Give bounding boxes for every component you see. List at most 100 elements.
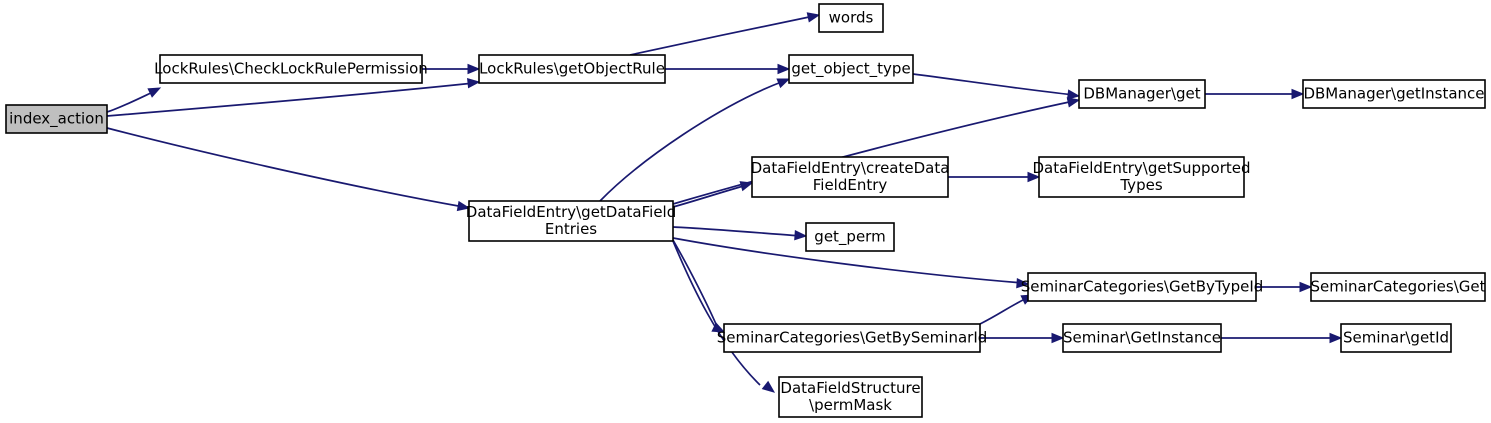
node-label: Seminar\getId [1343, 329, 1449, 347]
edge-line [672, 239, 720, 332]
node-get_object_type[interactable]: get_object_type [788, 54, 914, 84]
edge-layer [106, 12, 1343, 393]
arrowhead-icon [1027, 171, 1041, 183]
node-label: Types [1119, 176, 1162, 194]
edge-get_object_type-to-dbmanager_get [912, 73, 1081, 100]
edge-line [672, 240, 761, 386]
node-box[interactable] [1027, 272, 1257, 302]
node-label: DBManager\get [1083, 85, 1200, 103]
node-get_perm[interactable]: get_perm [805, 222, 895, 252]
arrowhead-icon [1291, 88, 1305, 100]
node-box[interactable] [751, 156, 949, 198]
arrowhead-icon [776, 78, 791, 89]
edge-getDataFieldEntries-to-dbmanager_get [672, 97, 1081, 205]
node-label: get_perm [814, 228, 885, 247]
node-label: SeminarCategories\GetByTypeId [1021, 278, 1264, 296]
node-dbmanager_get[interactable]: DBManager\get [1078, 79, 1206, 109]
edge-getDataFieldEntries-to-createDataFieldEntry [672, 181, 754, 208]
node-box[interactable] [1302, 79, 1486, 109]
edge-line [106, 90, 156, 113]
node-label: Seminar\GetInstance [1063, 329, 1221, 347]
node-label: Entries [545, 220, 597, 238]
node-label: LockRules\getObjectRule [479, 60, 665, 78]
node-label: DataFieldEntry\createData [751, 159, 950, 177]
node-box[interactable] [818, 3, 884, 33]
node-getBySeminarId[interactable]: SeminarCategories\GetBySeminarId [717, 323, 988, 353]
node-seminar_getid[interactable]: Seminar\getId [1340, 323, 1452, 353]
node-label: get_object_type [791, 60, 910, 79]
node-label: LockRules\CheckLockRulePermission [154, 60, 428, 78]
edge-getDataFieldEntries-to-getBySeminarId [672, 239, 726, 333]
edge-index_action-to-getObjectRule [106, 77, 481, 117]
node-box[interactable] [478, 54, 666, 84]
arrowhead-icon [1051, 332, 1065, 344]
node-box[interactable] [1062, 323, 1222, 353]
arrowhead-icon [806, 12, 821, 23]
arrowhead-icon [467, 77, 481, 89]
arrowhead-icon [761, 380, 776, 393]
edge-line [672, 184, 748, 208]
node-box[interactable] [1310, 272, 1486, 302]
edge-line [672, 237, 1024, 284]
node-label: FieldEntry [813, 176, 888, 194]
edge-dbmanager_get-to-dbmanager_getinstance [1205, 88, 1305, 100]
node-label: \permMask [809, 396, 892, 414]
edge-line [106, 82, 475, 117]
node-getObjectRule[interactable]: LockRules\getObjectRule [478, 54, 666, 84]
node-label: DataFieldStructure [780, 379, 920, 397]
edge-getObjectRule-to-get_object_type [665, 63, 791, 75]
node-label: SeminarCategories\Get [1310, 278, 1485, 296]
arrowhead-icon [1299, 281, 1313, 293]
node-seminarCategories_get[interactable]: SeminarCategories\Get [1310, 272, 1486, 302]
node-label: DataFieldEntry\getDataField [466, 203, 676, 221]
node-checkLockRulePermission[interactable]: LockRules\CheckLockRulePermission [154, 54, 428, 84]
edge-getDataFieldEntries-to-permMask [672, 240, 776, 393]
node-box[interactable] [1038, 156, 1245, 198]
edge-index_action-to-checkLockRulePermission [106, 87, 162, 113]
edge-getDataFieldEntries-to-getByTypeId [672, 237, 1030, 289]
edge-getBySeminarId-to-seminar_getinstance [980, 332, 1065, 344]
node-getByTypeId[interactable]: SeminarCategories\GetByTypeId [1021, 272, 1264, 302]
node-permMask[interactable]: DataFieldStructure\permMask [778, 376, 923, 418]
arrowhead-icon [1066, 97, 1081, 108]
node-box[interactable] [805, 222, 895, 252]
node-box[interactable] [1340, 323, 1452, 353]
node-box[interactable] [159, 54, 423, 84]
edge-createDataFieldEntry-to-getSupportedTypes [948, 171, 1041, 183]
edge-checkLockRulePermission-to-getObjectRule [422, 63, 481, 75]
arrowhead-icon [456, 200, 471, 212]
edge-getDataFieldEntries-to-get_perm [672, 226, 808, 241]
edge-index_action-to-getDataFieldEntries [106, 127, 471, 212]
node-box[interactable] [5, 104, 108, 134]
node-words[interactable]: words [818, 3, 884, 33]
edge-line [672, 226, 802, 237]
node-label: SeminarCategories\GetBySeminarId [717, 329, 988, 347]
node-box[interactable] [723, 323, 981, 353]
arrowhead-icon [147, 87, 162, 98]
arrowhead-icon [1016, 277, 1030, 289]
node-layer: index_action LockRules\CheckLockRulePermi… [5, 3, 1486, 418]
edge-line [629, 15, 815, 56]
node-label: DataFieldEntry\getSupported [1032, 159, 1250, 177]
node-box[interactable] [778, 376, 923, 418]
node-box[interactable] [788, 54, 914, 84]
node-box[interactable] [1078, 79, 1206, 109]
node-dbmanager_getinstance[interactable]: DBManager\getInstance [1302, 79, 1486, 109]
edge-line [599, 80, 785, 202]
node-box[interactable] [468, 200, 674, 242]
edge-getBySeminarId-to-getByTypeId [979, 294, 1035, 325]
node-label: index_action [9, 110, 104, 129]
edge-getObjectRule-to-words [629, 12, 821, 56]
node-index_action[interactable]: index_action [5, 104, 108, 134]
node-label: words [829, 9, 874, 27]
edge-line [672, 100, 1075, 205]
node-label: DBManager\getInstance [1303, 85, 1484, 103]
arrowhead-icon [777, 63, 791, 75]
arrowhead-icon [1066, 89, 1081, 100]
node-seminar_getinstance[interactable]: Seminar\GetInstance [1062, 323, 1222, 353]
